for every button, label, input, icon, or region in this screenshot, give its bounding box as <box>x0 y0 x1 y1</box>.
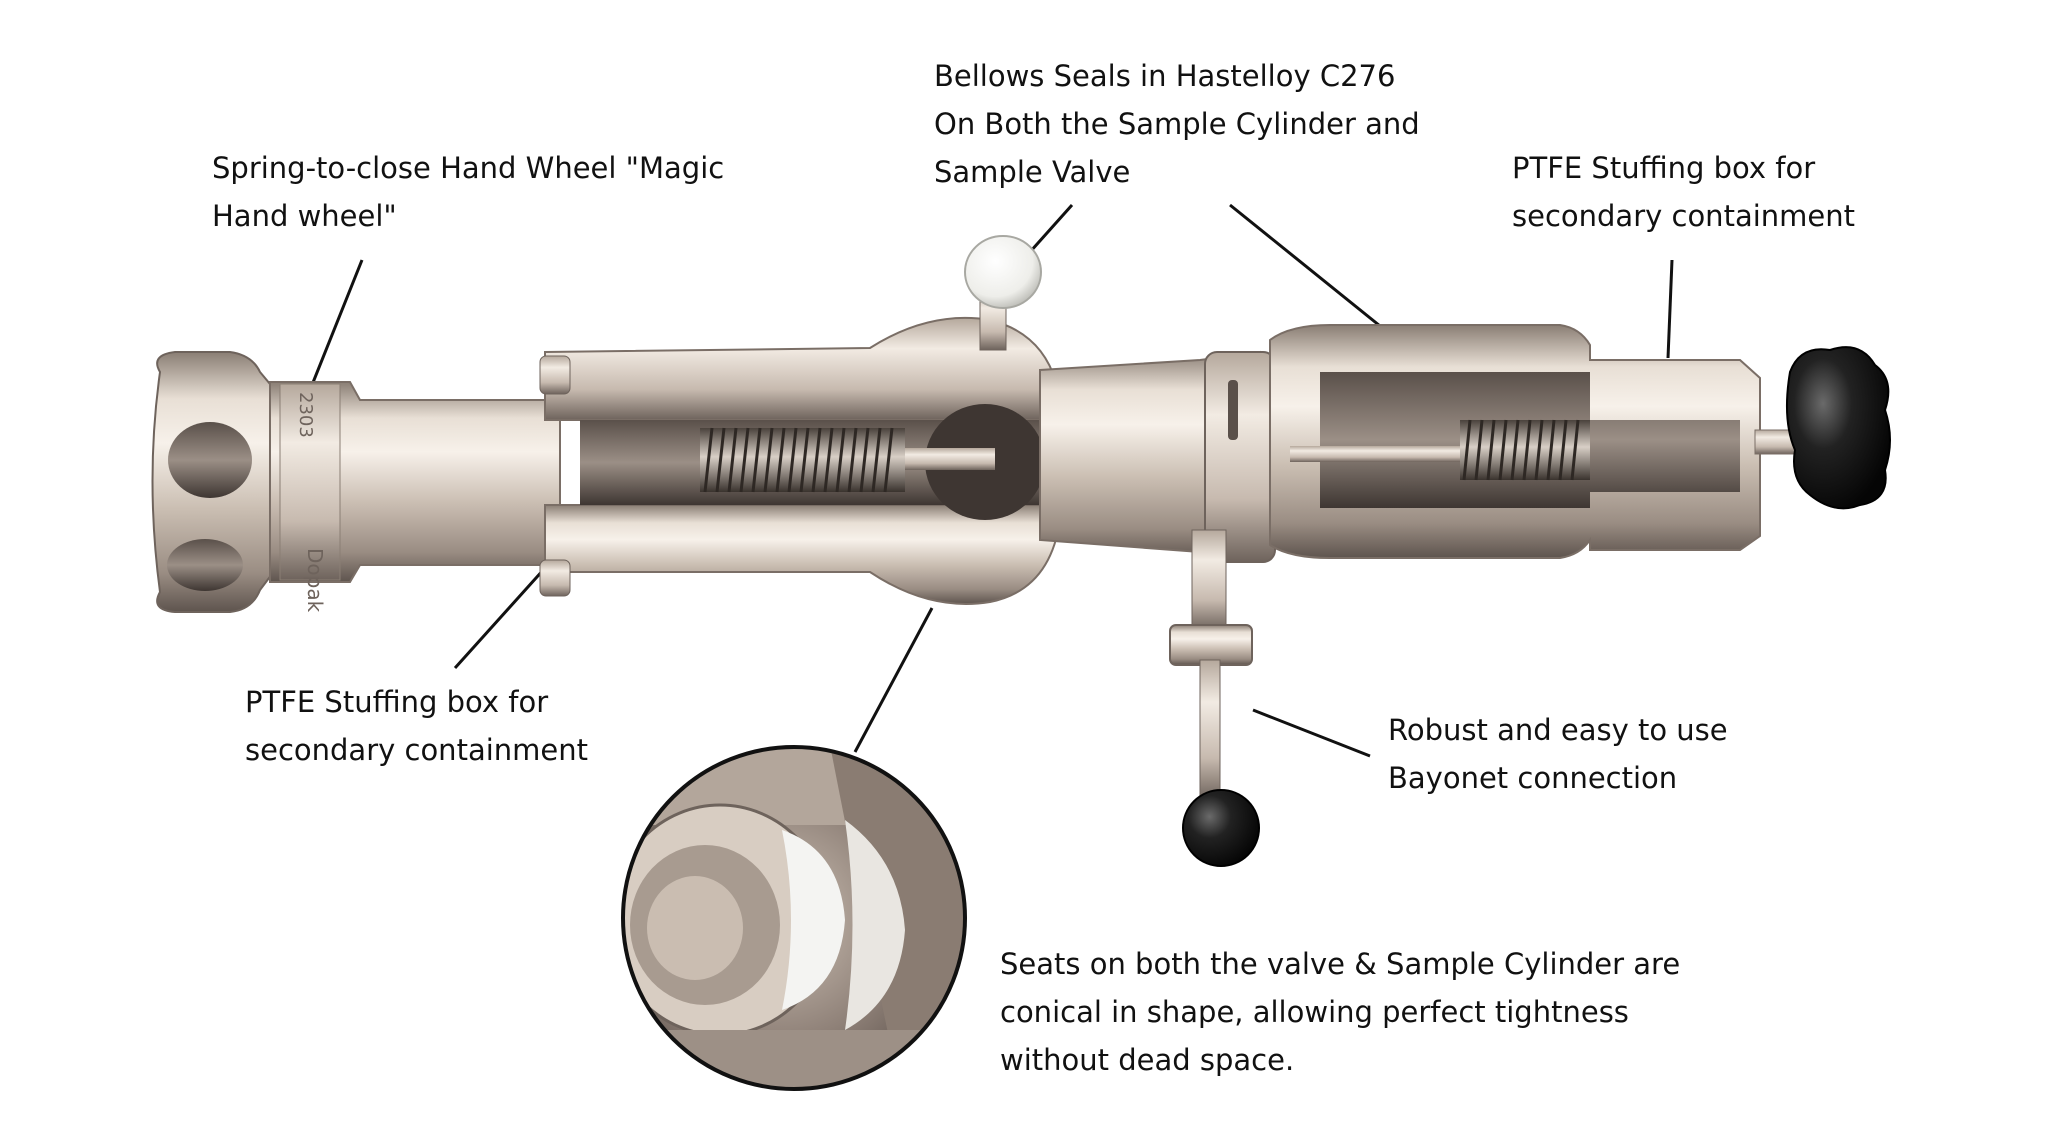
bayonet-collar <box>1169 624 1253 666</box>
hand-wheel-hole-top <box>168 422 252 498</box>
callout-ptfe-left-line-1: PTFE Stuffing box for <box>245 685 549 719</box>
callout-seats-line-1: Seats on both the valve & Sample Cylinde… <box>1000 947 1681 981</box>
bayonet-groove <box>1228 380 1238 440</box>
leader-bellows-left <box>1028 204 1074 253</box>
leader-handwheel <box>310 259 364 386</box>
callout-seats-line-2: conical in shape, allowing perfect tight… <box>1000 995 1629 1029</box>
callout-ptfe-right-line-2: secondary containment <box>1512 199 1855 233</box>
callout-ptfe-right-line-1: PTFE Stuffing box for <box>1512 151 1816 185</box>
left-collar <box>279 383 341 581</box>
leader-bayonet <box>1252 708 1371 758</box>
sampler-body <box>151 235 1891 867</box>
stud-top <box>539 355 571 395</box>
hand-wheel-hole-bottom <box>167 539 243 591</box>
callout-handwheel: Spring-to-close Hand Wheel "Magic Hand w… <box>212 144 724 240</box>
callout-bellows: Bellows Seals in Hastelloy C276 On Both … <box>934 52 1420 196</box>
black-knob <box>1786 346 1891 510</box>
callout-ptfe-left-line-2: secondary containment <box>245 733 588 767</box>
cylinder-bellows-spring <box>1460 419 1590 481</box>
bayonet-shaft <box>1199 659 1221 801</box>
bayonet-ball <box>1182 789 1260 867</box>
leader-seats <box>853 607 934 753</box>
leader-lines <box>310 203 1674 758</box>
callout-bellows-line-2: On Both the Sample Cylinder and <box>934 107 1420 141</box>
callout-bayonet-line-2: Bayonet connection <box>1388 761 1678 795</box>
callout-handwheel-line-1: Spring-to-close Hand Wheel "Magic <box>212 151 725 185</box>
valve-stem <box>905 448 995 470</box>
valve-bellows-spring <box>700 427 905 493</box>
callout-bayonet-line-1: Robust and easy to use <box>1388 713 1728 747</box>
valve-housing-bottom <box>544 504 1061 605</box>
leader-bellows-right <box>1229 203 1386 332</box>
leader-ptfe-left <box>453 566 547 670</box>
callout-ptfe-left: PTFE Stuffing box for secondary containm… <box>245 678 588 774</box>
callout-handwheel-line-2: Hand wheel" <box>212 199 397 233</box>
callout-bellows-line-1: Bellows Seals in Hastelloy C276 <box>934 59 1396 93</box>
seat-detail-zoom <box>621 745 967 1091</box>
callout-seats: Seats on both the valve & Sample Cylinde… <box>1000 940 1680 1084</box>
callout-bayonet: Robust and easy to use Bayonet connectio… <box>1388 706 1728 802</box>
stud-bottom <box>539 559 571 597</box>
top-ball-white <box>964 235 1042 309</box>
callout-ptfe-right: PTFE Stuffing box for secondary containm… <box>1512 144 1855 240</box>
callout-seats-line-3: without dead space. <box>1000 1043 1295 1077</box>
callout-bellows-line-3: Sample Valve <box>934 155 1131 189</box>
leader-ptfe-right <box>1666 259 1674 359</box>
bayonet-shaft-top <box>1191 529 1227 631</box>
